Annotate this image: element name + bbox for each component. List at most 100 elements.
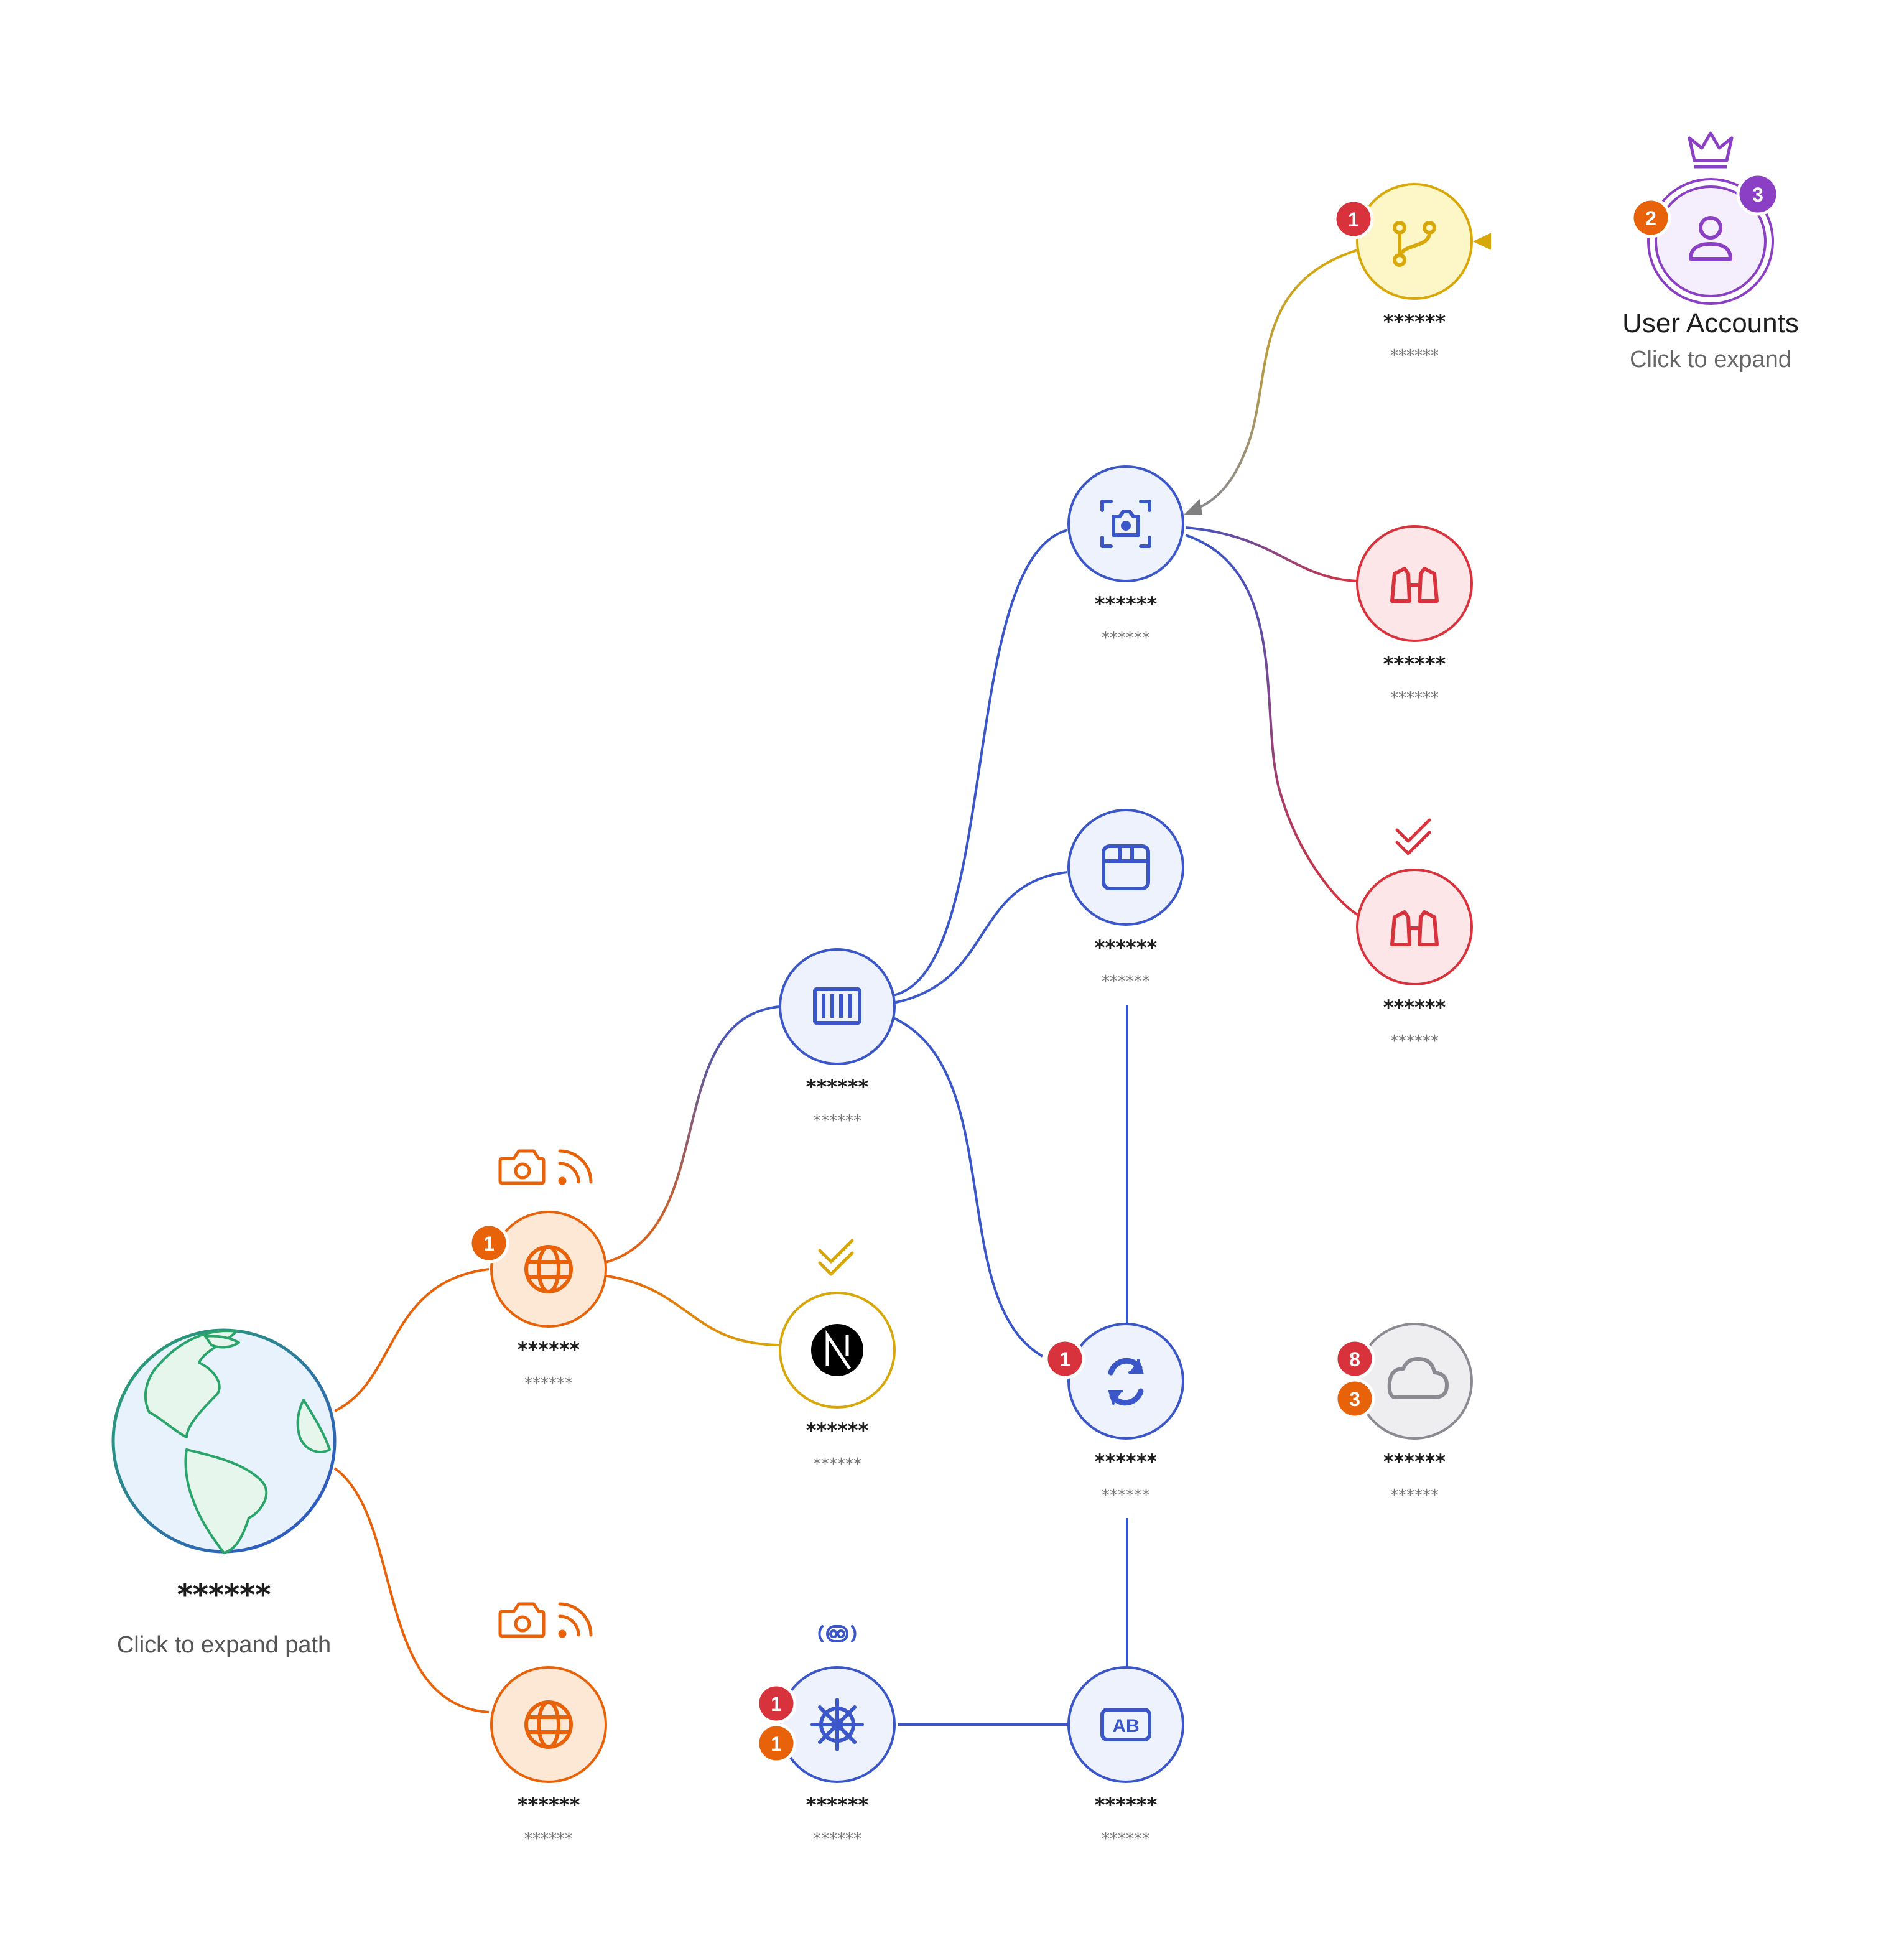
package-title: ****** <box>1095 936 1158 959</box>
node-sync[interactable]: 1 ****** ****** <box>1044 1323 1184 1505</box>
node-web-bottom[interactable]: ****** ****** <box>490 1602 607 1848</box>
node-binoculars-top[interactable]: ****** ****** <box>1356 525 1473 707</box>
binoculars-icon <box>1390 910 1439 946</box>
sync-subtitle: ****** <box>1102 1486 1150 1505</box>
node-binoculars-bottom[interactable]: ****** ****** <box>1356 818 1473 1051</box>
edge-git-camera <box>1191 249 1358 511</box>
ab-test-circle <box>1067 1666 1184 1783</box>
double-check-icon <box>818 1239 854 1276</box>
container-title: ****** <box>806 1075 869 1099</box>
badge-user-accounts-purple: 3 <box>1736 172 1780 216</box>
node-ab-test[interactable]: AB ****** ****** <box>1067 1666 1184 1848</box>
cloud-title: ****** <box>1383 1450 1446 1473</box>
user-icon <box>1689 216 1732 261</box>
user-accounts-outer-ring <box>1647 178 1774 305</box>
ab-test-subtitle: ****** <box>1102 1830 1150 1848</box>
sync-title: ****** <box>1095 1450 1158 1473</box>
web-bottom-circle <box>490 1666 607 1783</box>
edge-container-camera-scan <box>893 529 1068 997</box>
camera-icon <box>498 1602 546 1638</box>
web-top-circle <box>490 1211 607 1328</box>
user-accounts-circle <box>1655 185 1767 297</box>
git-branch-subtitle: ****** <box>1390 347 1439 365</box>
svg-text:8: 8 <box>1349 1348 1360 1371</box>
edge-container-sync <box>893 1017 1044 1358</box>
node-camera-scan[interactable]: ****** ****** <box>1067 465 1184 648</box>
camera-scan-icon <box>1100 500 1151 548</box>
ab-test-title: ****** <box>1095 1793 1158 1817</box>
binoculars-bottom-title: ****** <box>1383 995 1446 1019</box>
svg-text:3: 3 <box>1349 1388 1360 1410</box>
edge-web-top-container <box>603 1005 779 1264</box>
refresh-icon <box>1108 1358 1144 1406</box>
svg-text:1: 1 <box>1059 1348 1070 1371</box>
svg-text:1: 1 <box>771 1733 782 1755</box>
node-cloud[interactable]: 8 3 ****** ****** <box>1334 1323 1473 1505</box>
node-web-top[interactable]: 1 ****** ****** <box>468 1149 607 1393</box>
svg-text:AB: AB <box>1112 1716 1139 1736</box>
svg-text:2: 2 <box>1645 207 1656 230</box>
cloud-circle <box>1356 1323 1473 1440</box>
crown-icon <box>1688 131 1734 169</box>
earth-continents <box>144 1330 331 1554</box>
node-nextjs[interactable]: ****** ****** <box>779 1239 896 1474</box>
helm-subtitle: ****** <box>813 1830 861 1848</box>
binoculars-bottom-subtitle: ****** <box>1390 1032 1439 1051</box>
nextjs-subtitle: ****** <box>813 1455 861 1474</box>
camera-scan-title: ****** <box>1095 592 1158 616</box>
binoculars-top-title: ****** <box>1383 652 1446 676</box>
node-helm[interactable]: 1 1 ****** ****** <box>756 1625 896 1848</box>
edge-internet-web-bottom <box>333 1467 490 1713</box>
git-branch-title: ****** <box>1383 310 1446 333</box>
web-bottom-title: ****** <box>518 1793 580 1817</box>
badge-user-accounts-orange: 2 <box>1630 197 1671 238</box>
svg-text:1: 1 <box>483 1232 495 1255</box>
svg-text:1: 1 <box>771 1693 782 1715</box>
badge-helm-orange: 1 <box>756 1723 797 1764</box>
node-container[interactable]: ****** ****** <box>779 948 896 1130</box>
edge-internet-web-top <box>334 1268 490 1412</box>
camera-icon <box>498 1149 546 1185</box>
node-git-branch[interactable]: 1 ****** ****** <box>1333 183 1473 365</box>
badge-sync: 1 <box>1044 1338 1085 1379</box>
cloud-icon <box>1387 1357 1449 1399</box>
globe-icon <box>524 1700 573 1749</box>
helm-title: ****** <box>806 1793 869 1817</box>
edges <box>333 233 1668 1726</box>
nextjs-title: ****** <box>806 1419 869 1442</box>
internet-node[interactable]: ****** Click to expand path <box>111 1328 337 1658</box>
node-package[interactable]: ****** ****** <box>1067 809 1184 991</box>
package-icon <box>1102 844 1150 890</box>
double-check-icon <box>1395 818 1431 855</box>
edge-camera-binoculars-top <box>1185 526 1358 582</box>
helm-wheel-icon <box>810 1698 864 1751</box>
user-accounts-subtitle: Click to expand <box>1630 347 1791 373</box>
badge-git-branch: 1 <box>1333 198 1374 240</box>
globe-icon <box>524 1245 573 1293</box>
arrow-head-git <box>1472 233 1491 250</box>
internet-subtitle: Click to expand path <box>117 1632 331 1658</box>
git-branch-circle <box>1356 183 1473 300</box>
git-branch-icon <box>1393 221 1436 267</box>
badge-cloud-red: 8 <box>1334 1338 1375 1379</box>
edge-container-package <box>893 871 1068 1004</box>
badge-cloud-orange: 3 <box>1334 1378 1375 1419</box>
user-accounts-title: User Accounts <box>1622 308 1799 338</box>
nextjs-icon <box>811 1324 863 1376</box>
badge-web-top: 1 <box>468 1223 509 1264</box>
web-top-subtitle: ****** <box>524 1374 573 1393</box>
toggle-radar-icon <box>818 1625 857 1642</box>
node-user-accounts[interactable]: 2 3 User Accounts Click to expand <box>1622 131 1799 373</box>
edge-web-top-nextjs <box>603 1274 779 1346</box>
ab-icon: AB <box>1100 1708 1151 1741</box>
binoculars-top-subtitle: ****** <box>1390 689 1439 707</box>
rss-icon <box>558 1149 593 1185</box>
camera-scan-subtitle: ****** <box>1102 629 1150 648</box>
sync-circle <box>1067 1323 1184 1440</box>
container-circle <box>779 948 896 1065</box>
internet-title: ****** <box>177 1578 271 1613</box>
container-icon <box>813 987 861 1025</box>
rss-icon <box>558 1602 593 1638</box>
edge-camera-binoculars-bottom <box>1185 534 1358 916</box>
